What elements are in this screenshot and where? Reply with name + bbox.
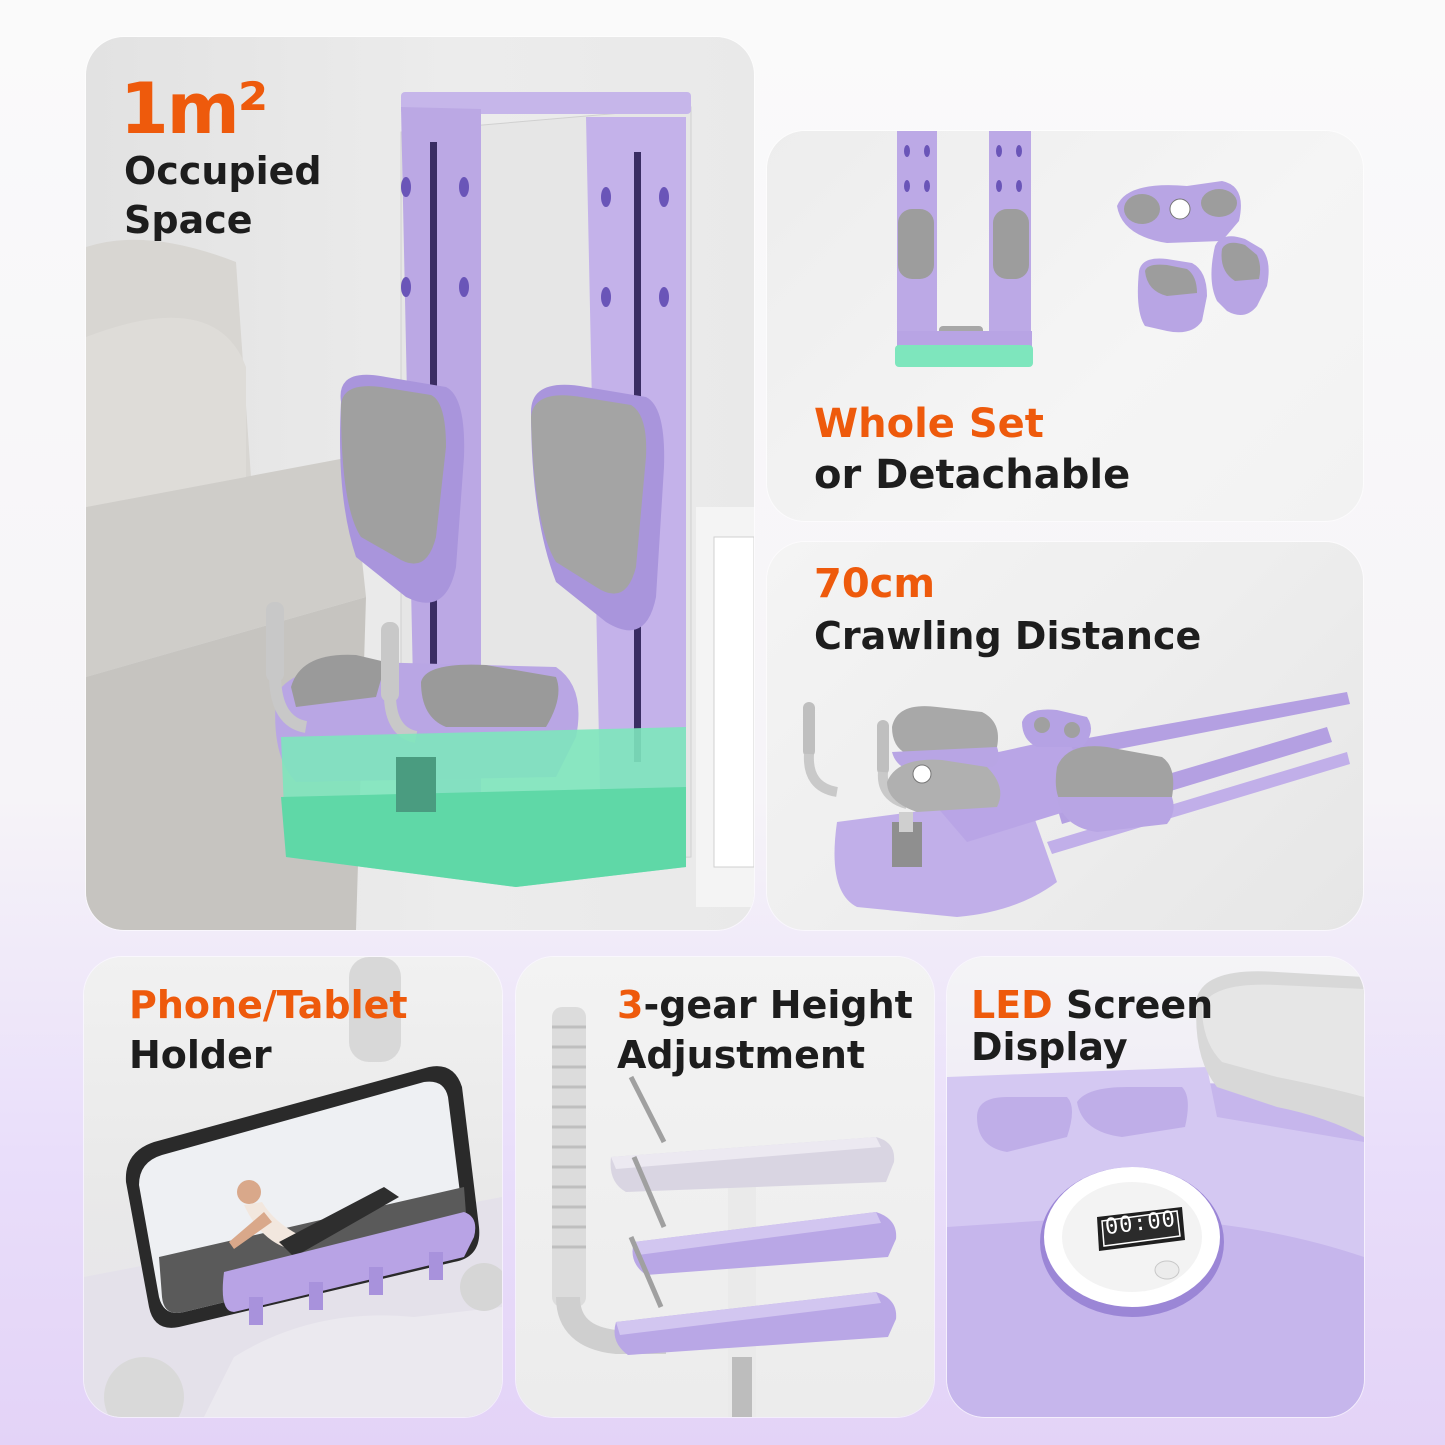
- whole-set-text: or Detachable: [814, 452, 1131, 498]
- panel-occupied-space: 1m² Occupied Space: [86, 37, 754, 930]
- height-adjust-line1: 3-gear Height: [617, 983, 913, 1027]
- led-display-illustration: [947, 971, 1364, 1417]
- height-adjust-rest: -gear Height: [643, 983, 913, 1027]
- panel-height-adjustment: 3-gear Height Adjustment: [516, 957, 934, 1417]
- occupied-space-line2: Space: [124, 198, 253, 242]
- height-adjust-highlight: 3: [617, 983, 644, 1027]
- height-gears-illustration: [552, 1007, 897, 1417]
- crawling-distance-text: Crawling Distance: [814, 614, 1202, 658]
- panel-phone-holder: Phone/Tablet Holder: [84, 957, 502, 1417]
- panel-whole-set: Whole Set or Detachable: [767, 131, 1363, 521]
- phone-holder-illustration: [84, 957, 502, 1417]
- phone-holder-highlight: Phone/Tablet: [129, 983, 408, 1027]
- panel-crawling-distance: 70cm Crawling Distance: [767, 542, 1363, 930]
- height-adjust-line2: Adjustment: [617, 1033, 866, 1077]
- machine-flat-illustration: [803, 692, 1350, 917]
- panel-led-display: LED Screen Display 00:00: [947, 957, 1364, 1417]
- whole-set-highlight: Whole Set: [814, 401, 1044, 447]
- phone-holder-text: Holder: [129, 1033, 272, 1077]
- led-display-highlight: LED: [971, 983, 1053, 1027]
- occupied-space-line1: Occupied: [124, 149, 322, 193]
- occupied-space-value: 1m²: [120, 68, 268, 150]
- detachable-parts-illustration: [895, 131, 1269, 367]
- machine-upright-illustration: [86, 92, 754, 930]
- crawling-distance-value: 70cm: [814, 561, 936, 607]
- led-display-title: LED Screen Display: [971, 983, 1364, 1069]
- led-display-rest: Screen Display: [971, 983, 1214, 1069]
